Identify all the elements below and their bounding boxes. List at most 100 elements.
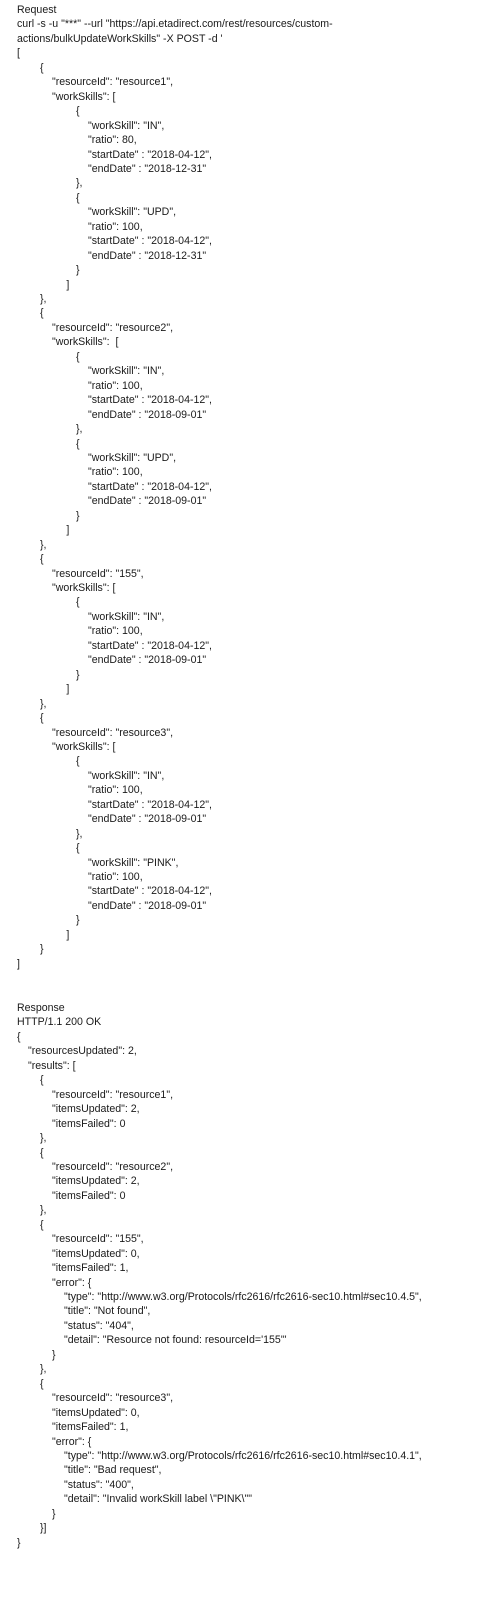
code-line: [ [17, 47, 20, 60]
code-line: "error": { [52, 1435, 92, 1448]
code-line: { [76, 350, 80, 363]
code-line: }, [40, 1363, 47, 1376]
code-line: { [40, 1074, 44, 1087]
code-line: "ratio": 100, [88, 784, 143, 797]
code-line: } [40, 943, 44, 956]
code-line: "workSkill": "IN", [88, 610, 165, 623]
code-line: "itemsUpdated": 0, [52, 1247, 140, 1260]
code-line: "startDate" : "2018-04-12", [88, 480, 212, 493]
code-line: ] [66, 928, 70, 941]
code-line: "type": "http://www.w3.org/Protocols/rfc… [64, 1291, 422, 1303]
code-line: "startDate" : "2018-04-12", [88, 394, 212, 407]
code-line: "ratio": 80, [88, 134, 137, 147]
code-line: "endDate" : "2018-09-01" [88, 495, 207, 508]
code-line: { [40, 1146, 44, 1159]
code-line: "workSkill": "PINK", [88, 856, 179, 869]
code-line: curl -s -u "***" --url "https://api.etad… [17, 18, 333, 31]
code-line: { [76, 755, 80, 768]
code-line: { [40, 712, 44, 725]
code-line: { [17, 1030, 21, 1043]
code-line: }, [40, 293, 47, 305]
code-line: "startDate" : "2018-04-12", [88, 798, 212, 811]
code-line: { [40, 307, 44, 320]
code-line: { [76, 105, 80, 118]
code-line: "resourceId": "resource1", [52, 76, 174, 89]
code-line: "ratio": 100, [88, 871, 143, 883]
code-line: "detail": "Resource not found: resourceI… [64, 1334, 287, 1347]
code-line: }, [76, 827, 83, 840]
code-line: "title": "Bad request", [64, 1464, 162, 1477]
code-line: }] [40, 1522, 47, 1535]
code-line: "workSkills": [ [52, 90, 116, 103]
request-heading: Request [17, 4, 57, 16]
code-line: "workSkill": "IN", [88, 769, 165, 782]
code-line: "ratio": 100, [88, 625, 143, 638]
code-line: ] [66, 278, 70, 291]
code-line: }, [40, 1204, 47, 1217]
code-line: "endDate" : "2018-12-31" [88, 249, 207, 262]
code-line: "results": [ [28, 1059, 76, 1072]
code-line: }, [40, 538, 47, 551]
code-line: "ratio": 100, [88, 466, 143, 479]
code-line: "endDate" : "2018-09-01" [88, 899, 207, 912]
code-line: "endDate" : "2018-09-01" [88, 654, 207, 667]
code-line: "resourceId": "resource2", [52, 321, 174, 334]
code-line: } [76, 914, 80, 927]
code-line: }, [40, 697, 47, 710]
code-line: }, [76, 423, 83, 436]
code-line: "workSkills": [ [52, 582, 116, 594]
code-line: "itemsFailed": 1, [52, 1262, 129, 1275]
code-line: "itemsUpdated": 0, [52, 1406, 140, 1419]
code-line: "title": "Not found", [64, 1305, 151, 1318]
code-line: { [40, 61, 44, 74]
code-line: "resourceId": "resource3", [52, 1392, 174, 1405]
code-line: } [52, 1507, 56, 1520]
code-line: "type": "http://www.w3.org/Protocols/rfc… [64, 1449, 422, 1462]
code-line: ] [17, 957, 20, 970]
code-line: "itemsUpdated": 2, [52, 1103, 140, 1116]
code-line: "startDate" : "2018-04-12", [88, 639, 212, 652]
code-line: "workSkill": "UPD", [88, 206, 177, 219]
code-line: ] [66, 683, 70, 696]
code-line: { [40, 1377, 44, 1390]
code-line: ] [66, 524, 70, 537]
code-line: "detail": "Invalid workSkill label \"PIN… [64, 1493, 253, 1506]
code-line: { [76, 437, 80, 450]
code-line: "error": { [52, 1276, 92, 1289]
code-line: } [76, 509, 80, 522]
code-line: "itemsFailed": 0 [52, 1189, 126, 1202]
code-line: { [76, 842, 80, 855]
code-line: }, [76, 177, 83, 190]
code-line: "workSkill": "IN", [88, 119, 165, 132]
code-line: "status": "400", [64, 1478, 134, 1491]
code-line: "resourceId": "155", [52, 1233, 144, 1246]
code-line: "endDate" : "2018-09-01" [88, 813, 207, 826]
code-line: { [40, 553, 44, 566]
code-line: { [76, 191, 80, 204]
code-line: } [17, 1536, 21, 1549]
code-line: "resourceId": "155", [52, 567, 144, 580]
code-line: "itemsFailed": 1, [52, 1421, 129, 1434]
code-line: "startDate" : "2018-04-12", [88, 885, 212, 898]
code-line: "resourceId": "resource1", [52, 1088, 174, 1101]
code-line: "itemsUpdated": 2, [52, 1175, 140, 1188]
code-line: "resourceId": "resource3", [52, 726, 174, 739]
code-line: "ratio": 100, [88, 220, 143, 233]
code-line: } [76, 264, 80, 277]
code-line: "workSkills": [ [52, 336, 119, 349]
code-line: "status": "404", [64, 1319, 134, 1332]
code-line: "resourcesUpdated": 2, [28, 1045, 137, 1058]
code-line: "endDate" : "2018-12-31" [88, 162, 207, 175]
code-line: "endDate" : "2018-09-01" [88, 408, 207, 421]
code-line: "workSkill": "UPD", [88, 451, 177, 464]
code-line: "itemsFailed": 0 [52, 1117, 126, 1130]
code-line: "ratio": 100, [88, 379, 143, 392]
code-line: HTTP/1.1 200 OK [17, 1016, 102, 1029]
code-line: "workSkills": [ [52, 740, 116, 753]
code-line: { [76, 596, 80, 609]
code-line: "startDate" : "2018-04-12", [88, 235, 212, 248]
code-line: actions/bulkUpdateWorkSkills" -X POST -d… [17, 32, 223, 45]
response-heading: Response [17, 1002, 65, 1014]
code-line: "startDate" : "2018-04-12", [88, 148, 212, 161]
